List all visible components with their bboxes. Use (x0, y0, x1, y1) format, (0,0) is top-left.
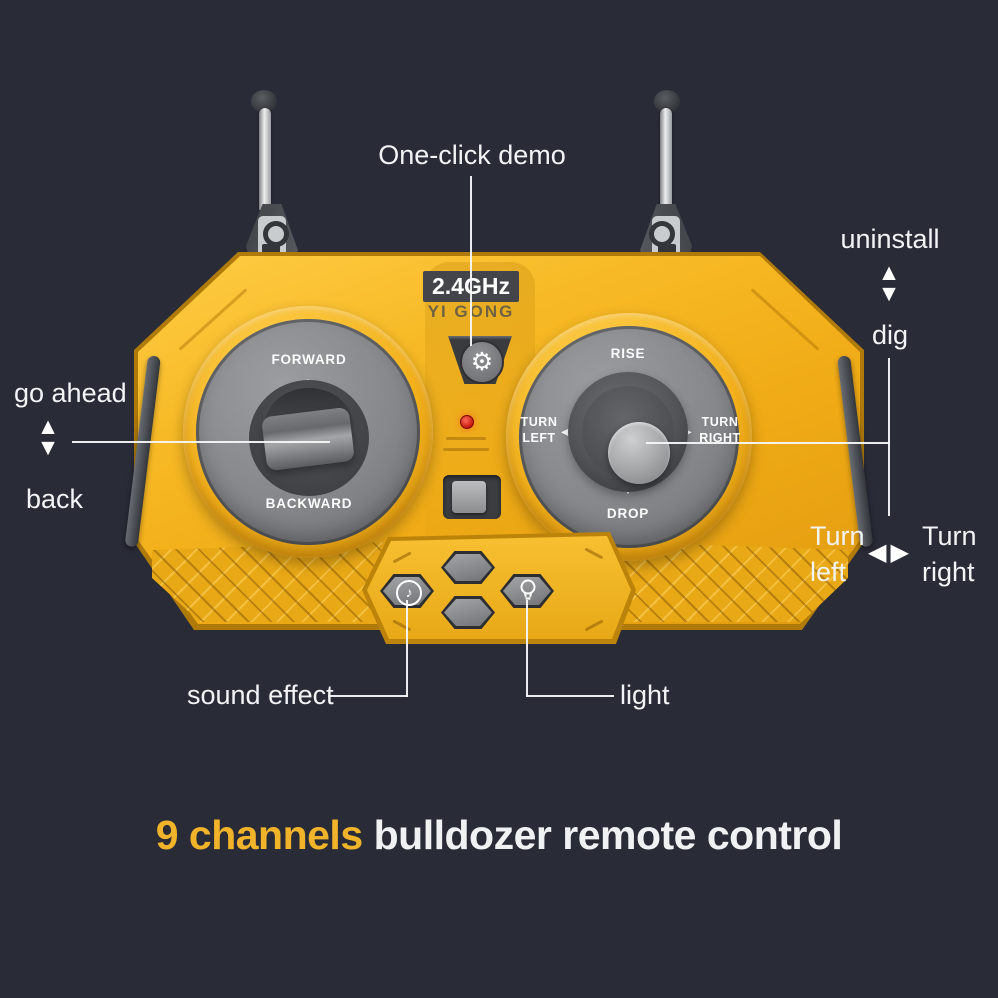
sound-callout-line-v (406, 600, 408, 697)
turn-left-arrow-icon: ◀ (561, 423, 572, 439)
back-callout: back (26, 484, 84, 514)
sound-callout-line-h (328, 695, 408, 697)
music-note-icon: ♪ (396, 580, 422, 606)
drop-label: DROP (606, 506, 650, 521)
forward-backward-paddle (261, 406, 355, 472)
antenna-rod (259, 108, 271, 210)
antenna-cap (251, 90, 277, 112)
groove-line (446, 437, 486, 440)
uninstall-callout: uninstall (840, 224, 940, 254)
power-led (460, 415, 474, 429)
one-click-demo-callout: One-click demo (378, 140, 566, 170)
groove-line (443, 448, 489, 451)
dig-callout-line (888, 358, 890, 516)
light-bulb-icon (520, 579, 536, 600)
arrow-down-icon: ▼ (877, 280, 901, 306)
light-callout-line-v (526, 600, 528, 697)
brand-label: YI GONG (427, 302, 515, 321)
gear-icon: ⚙ (470, 348, 494, 376)
go-ahead-callout: go ahead (14, 378, 127, 408)
light-callout: light (620, 680, 670, 710)
arrow-up-icon: ▲ (877, 259, 901, 285)
light-callout-line-h (526, 695, 614, 697)
arrow-down-icon: ▼ (36, 434, 60, 460)
arrow-left-icon: ◀ (868, 539, 891, 566)
aux-button-bottom (441, 596, 495, 629)
backward-label: BACKWARD (265, 496, 353, 511)
one-click-demo-button: ⚙ (460, 340, 504, 384)
go-ahead-callout-line (72, 441, 330, 443)
dig-callout: dig (871, 320, 909, 350)
go-ahead-back-arrows: ▲ ▼ (34, 413, 62, 460)
turn-right-label: TURN RIGHT (699, 415, 741, 445)
turn-left-right-arrows: ◀▶ (868, 538, 913, 567)
joystick-knob (608, 422, 670, 484)
sound-effect-callout: sound effect (187, 680, 334, 710)
arrow-up-icon: ▲ (36, 413, 60, 439)
joystick-callout-line (646, 442, 890, 444)
aux-button-top (441, 551, 495, 584)
antenna-cap (654, 90, 680, 112)
turn-left-label: TURN LEFT (520, 415, 558, 445)
caption-highlight: 9 channels (155, 812, 363, 858)
left-grip-texture (152, 542, 388, 622)
uninstall-dig-arrows: ▲ ▼ (875, 259, 903, 306)
rise-label: RISE (610, 346, 646, 361)
power-switch-knob (452, 481, 486, 513)
caption-rest: bulldozer remote control (373, 812, 843, 858)
forward-label: FORWARD (271, 352, 347, 367)
arrow-right-icon: ▶ (890, 539, 913, 566)
demo-callout-line (470, 176, 472, 346)
antenna-rod (660, 108, 672, 210)
